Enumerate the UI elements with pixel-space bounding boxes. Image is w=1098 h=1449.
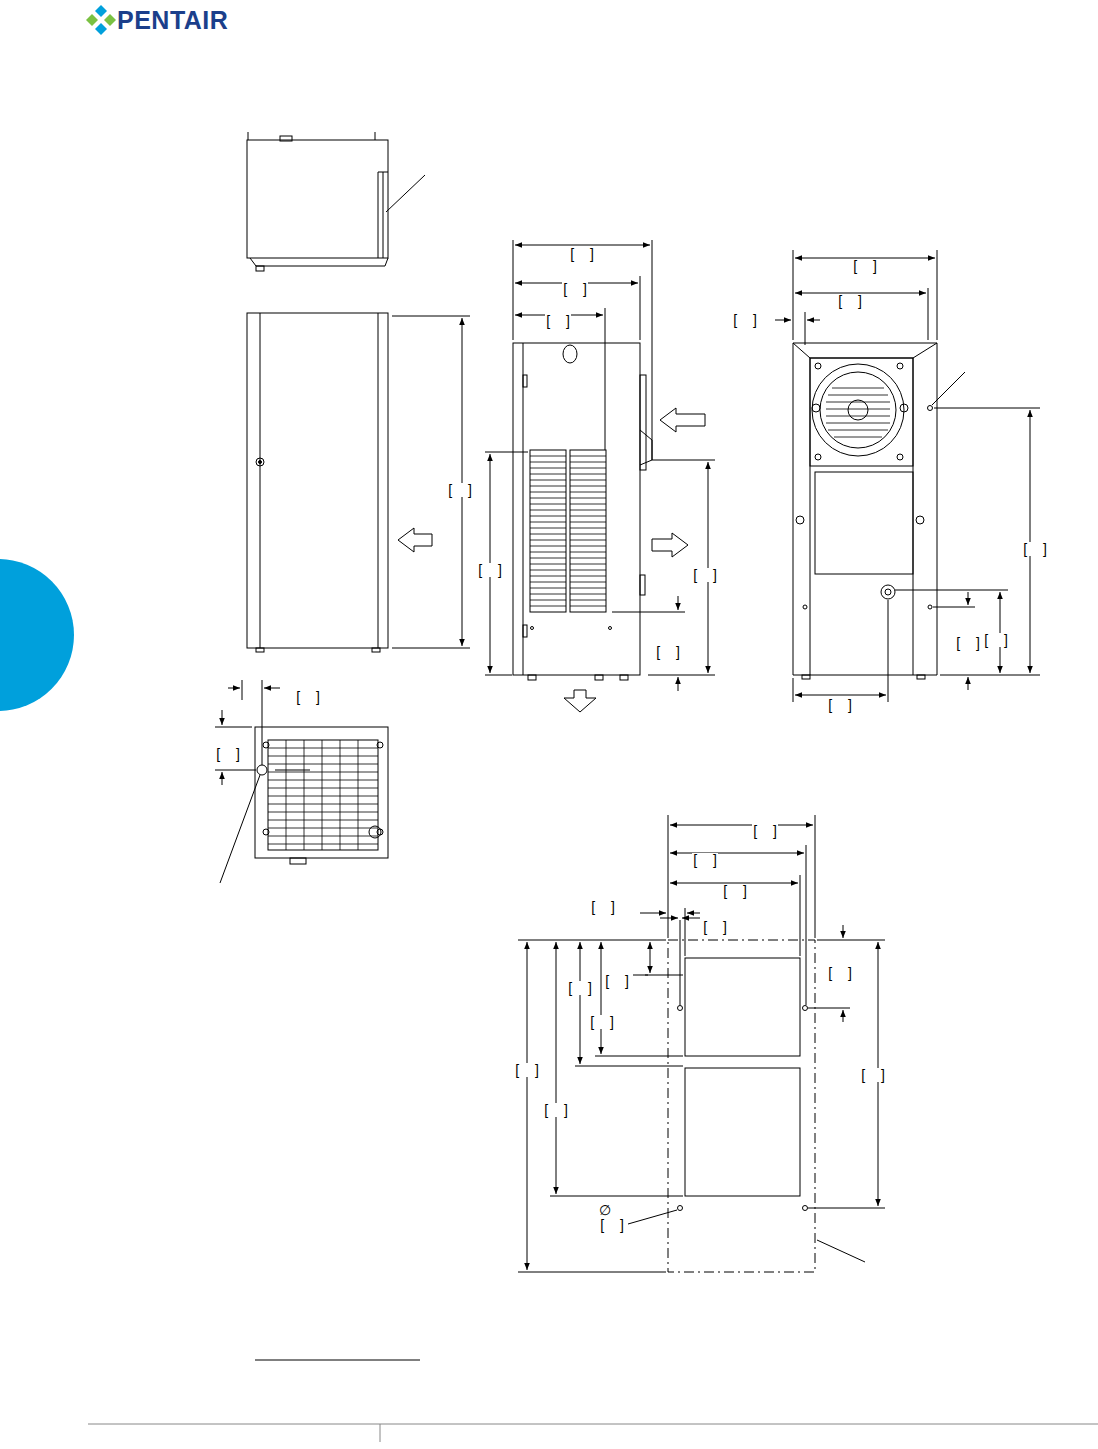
dimension-value: [ ]: [837, 294, 863, 308]
dimension-value: [ ]: [599, 1218, 625, 1232]
bottom-view: [215, 680, 388, 883]
dimension-value: [ ]: [567, 981, 593, 995]
dimension-value: [ ]: [752, 824, 778, 838]
top-view: [247, 132, 425, 271]
dimension-value: [ ]: [955, 636, 981, 650]
dimension-value: [ ]: [722, 884, 748, 898]
dimension-value: [ ]: [569, 247, 595, 261]
dimension-value: [ ]: [732, 313, 758, 327]
dimension-value: [ ]: [983, 633, 1009, 647]
rear-view: [775, 250, 1040, 702]
dimension-value: [ ]: [860, 1068, 886, 1082]
dimension-value: [ ]: [543, 1103, 569, 1117]
dimension-value: [ ]: [827, 966, 853, 980]
dimension-value: [ ]: [215, 747, 241, 761]
dimension-value: [ ]: [562, 282, 588, 296]
dimension-value: [ ]: [589, 1015, 615, 1029]
dimension-value: [ ]: [1022, 542, 1048, 556]
side-view: [485, 240, 715, 712]
logo-icon: [86, 5, 116, 35]
panel-cutout: [518, 815, 885, 1272]
diameter-symbol: ∅: [598, 1203, 612, 1217]
dimension-value: [ ]: [514, 1063, 540, 1077]
dimension-value: [ ]: [477, 563, 503, 577]
front-view: [247, 313, 470, 652]
dimension-value: [ ]: [827, 698, 853, 712]
dimension-value: [ ]: [692, 853, 718, 867]
dimension-value: [ ]: [655, 645, 681, 659]
dimension-value: [ ]: [692, 568, 718, 582]
dimension-value: [ ]: [590, 900, 616, 914]
dimension-value: [ ]: [702, 920, 728, 934]
dimension-value: [ ]: [852, 259, 878, 273]
dimension-value: [ ]: [604, 974, 630, 988]
dimension-value: [ ]: [447, 483, 473, 497]
dimension-value: [ ]: [545, 314, 571, 328]
dimension-value: [ ]: [295, 690, 321, 704]
section-tab: [0, 559, 74, 711]
brand-name: PENTAIR: [116, 8, 229, 33]
